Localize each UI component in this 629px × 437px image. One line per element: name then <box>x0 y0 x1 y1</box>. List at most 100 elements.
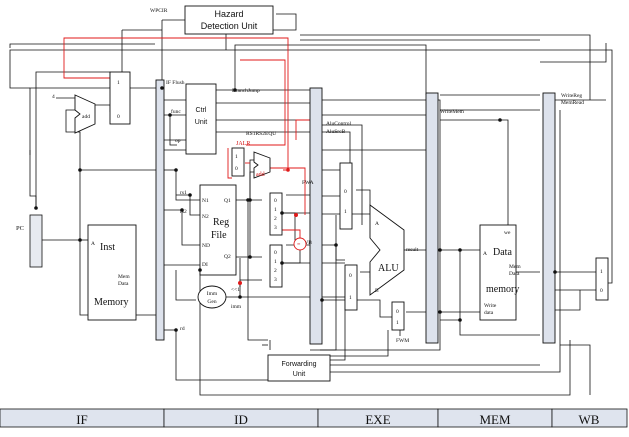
fwa-in1: 1 <box>274 207 277 213</box>
imm-label: imm <box>231 304 242 310</box>
branch-jump-label: BranchJump <box>232 88 260 94</box>
stage-wb: WB <box>579 412 600 427</box>
write-data-label-1: Write <box>484 303 497 309</box>
write-mem-label: WriteMem <box>440 109 465 115</box>
imm-gen-title: Imm <box>207 291 218 297</box>
pc-adder <box>74 94 96 134</box>
alu-label: ALU <box>378 263 399 274</box>
alu <box>369 204 405 296</box>
fwa-in0: 0 <box>274 198 277 204</box>
inst-mem-title: Inst <box>100 242 115 253</box>
alu-src-b-label: AluSrcB <box>326 129 346 135</box>
inst-mem-port-2: Data <box>118 281 129 287</box>
reg-file-subtitle: File <box>211 230 227 241</box>
data-memory <box>479 224 517 321</box>
ctrl-subtitle: Unit <box>195 119 208 126</box>
alu-b-mux-in1: 1 <box>349 295 352 301</box>
func-label: func <box>171 108 181 115</box>
reg-n1: N1 <box>202 198 209 204</box>
wb-mux-in0: 0 <box>600 288 603 294</box>
id-ex-register <box>309 87 323 345</box>
stage-mem: MEM <box>479 412 511 427</box>
store-mux-in0: 0 <box>396 309 399 315</box>
reg-nd: ND <box>202 243 210 249</box>
wb-mux-in1: 1 <box>600 269 603 275</box>
equality-comparator <box>293 237 307 251</box>
reg-n2: N2 <box>202 214 209 220</box>
fwb-in0: 0 <box>274 250 277 256</box>
mem-read-label: MemRead <box>561 100 584 106</box>
jalr-mux-in0: 0 <box>235 166 238 172</box>
control-unit <box>185 83 217 155</box>
alu-b-mux-in0: 0 <box>349 273 352 279</box>
mem-wb-register <box>542 92 556 344</box>
rs1rs2equ-label: RS1RS2EQU <box>246 131 276 137</box>
data-mem-we: we <box>504 230 511 236</box>
hazard-title: Hazard <box>214 9 243 19</box>
imm-gen-subtitle: Gen <box>207 299 216 305</box>
fwa-label: FWA <box>302 180 314 186</box>
hazard-detection-unit <box>184 5 274 35</box>
stage-exe: EXE <box>365 412 390 427</box>
rd-label: rd <box>180 326 185 332</box>
alu-control-label: AluControl <box>326 121 352 127</box>
rs1-label: rs1 <box>180 190 187 196</box>
pipeline-stage-bar: IF ID EXE MEM WB <box>0 408 628 428</box>
inst-mem-subtitle: Memory <box>94 297 128 308</box>
alu-a-mux-in0: 0 <box>344 189 347 195</box>
fwb-in1: 1 <box>274 259 277 265</box>
writeback-mux <box>595 257 609 301</box>
fwm-label: FWM <box>396 338 409 344</box>
reg-q2: Q2 <box>224 254 231 260</box>
pc-register <box>29 214 43 268</box>
store-mux-in1: 1 <box>396 320 399 326</box>
pc-mux-in0: 0 <box>117 114 120 120</box>
pc-mux-in1: 1 <box>117 80 120 86</box>
alu-in-b: B <box>375 288 379 294</box>
register-file <box>199 184 237 276</box>
if-flush-label: IF Flush <box>166 80 185 86</box>
branch-adder <box>253 151 271 179</box>
stage-id: ID <box>234 412 248 427</box>
wire-junctions <box>34 86 557 332</box>
immediate-generator <box>197 285 227 309</box>
data-mem-subtitle: memory <box>486 284 519 295</box>
branch-adder-label: add <box>256 172 265 178</box>
four-constant-label: 4 <box>52 94 55 100</box>
shift-label: <<1 <box>231 287 240 293</box>
fwb-in2: 2 <box>274 268 277 274</box>
jalr-label: JALR <box>236 141 250 147</box>
inst-mem-addr: A <box>91 241 95 247</box>
stage-if: IF <box>76 412 88 427</box>
inst-mem-port-1: Mem <box>118 274 130 280</box>
alu-src-b-mux <box>344 264 358 311</box>
alu-src-a-mux <box>339 162 353 230</box>
data-mem-addr: A <box>483 251 487 257</box>
hazard-subtitle: Detection Unit <box>201 21 258 31</box>
fwb-mux <box>269 244 283 288</box>
stage-cell-wb <box>551 408 628 428</box>
datapath-wires <box>9 13 613 396</box>
data-mem-title: Data <box>493 247 512 258</box>
pc-label: PC <box>16 225 24 232</box>
pc-adder-label: add <box>82 114 90 120</box>
data-mem-port-1: Mem <box>509 264 521 270</box>
fwa-in2: 2 <box>274 216 277 222</box>
equality-symbol: = <box>297 242 301 248</box>
write-data-label-2: data <box>484 310 494 316</box>
alu-in-a: A <box>375 221 379 227</box>
reg-file-title: Reg <box>213 217 229 228</box>
alu-result-label: result <box>406 247 419 253</box>
ctrl-title: Ctrl <box>196 107 207 114</box>
ex-mem-register <box>425 92 439 344</box>
fwd-title: Forwarding <box>281 361 316 368</box>
instruction-memory <box>87 224 137 321</box>
rs2-label: rs2 <box>180 209 187 215</box>
fwa-in3: 3 <box>274 225 277 231</box>
jalr-mux-in1: 1 <box>235 154 238 160</box>
forwarding-unit <box>267 354 331 382</box>
fwb-in3: 3 <box>274 277 277 283</box>
store-data-mux <box>391 301 405 331</box>
wpcir-label: WPCIR <box>150 8 168 14</box>
